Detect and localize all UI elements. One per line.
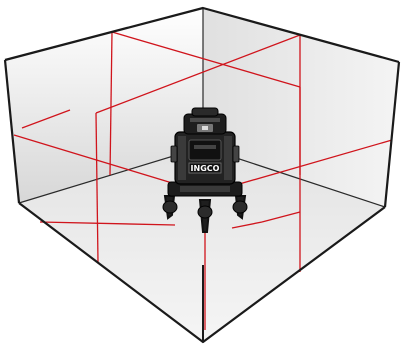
foot-left bbox=[163, 201, 177, 213]
device-window bbox=[189, 140, 221, 160]
foot-right bbox=[233, 201, 247, 213]
device-brand-label: INGCO bbox=[191, 164, 220, 173]
device-handle bbox=[192, 108, 218, 116]
foot-front bbox=[198, 206, 212, 218]
